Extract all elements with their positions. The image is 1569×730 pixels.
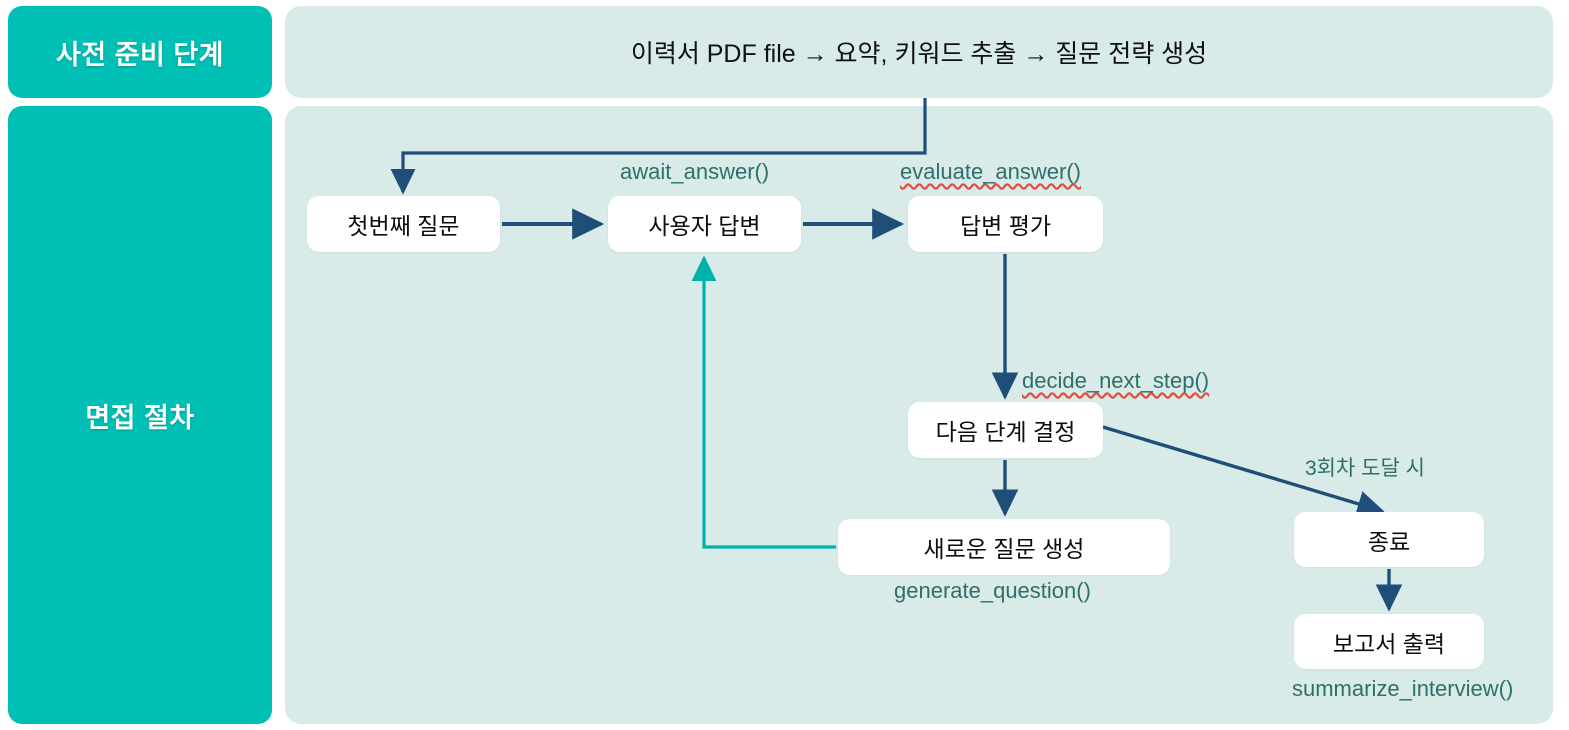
caption-generate-question: generate_question() xyxy=(894,578,1091,603)
stage-label-interview-text: 면접 절차 xyxy=(85,402,195,433)
stage-label-interview: 면접 절차 xyxy=(8,106,272,724)
node-generate-new-question-label: 새로운 질문 생성 xyxy=(923,536,1085,562)
node-report-output-label: 보고서 출력 xyxy=(1332,630,1446,657)
node-evaluate-answer-label: 답변 평가 xyxy=(959,213,1052,239)
stage-label-prep: 사전 준비 단계 xyxy=(8,6,272,98)
node-end[interactable]: 종료 xyxy=(1294,512,1484,567)
stage-label-prep-text: 사전 준비 단계 xyxy=(55,39,225,70)
node-end-label: 종료 xyxy=(1367,528,1411,555)
caption-await-answer: await_answer() xyxy=(620,159,770,184)
caption-decide-next-step: decide_next_step() xyxy=(1022,368,1210,393)
caption-evaluate-answer: evaluate_answer() xyxy=(900,159,1081,184)
node-generate-new-question[interactable]: 새로운 질문 생성 xyxy=(838,519,1170,575)
edge-label-third-round: 3회차 도달 시 xyxy=(1305,457,1425,480)
node-user-answer-label: 사용자 답변 xyxy=(648,213,761,239)
caption-summarize-interview: summarize_interview() xyxy=(1292,676,1514,701)
node-first-question-label: 첫번째 질문 xyxy=(347,213,460,239)
prep-flow-text: 이력서 PDF file → 요약, 키워드 추출 → 질문 전략 생성 xyxy=(630,40,1208,68)
node-evaluate-answer[interactable]: 답변 평가 xyxy=(908,196,1103,252)
node-decide-next-step[interactable]: 다음 단계 결정 xyxy=(908,402,1103,458)
node-user-answer[interactable]: 사용자 답변 xyxy=(608,196,801,252)
node-decide-next-step-label: 다음 단계 결정 xyxy=(935,419,1076,445)
node-report-output[interactable]: 보고서 출력 xyxy=(1294,614,1484,669)
node-first-question[interactable]: 첫번째 질문 xyxy=(307,196,500,252)
panel-prep: 이력서 PDF file → 요약, 키워드 추출 → 질문 전략 생성 xyxy=(285,6,1553,98)
